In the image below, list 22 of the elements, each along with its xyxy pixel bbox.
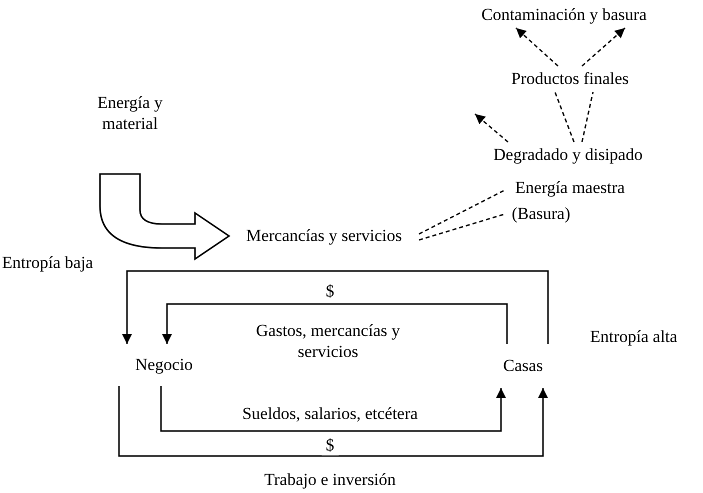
dashed-arrow	[474, 113, 508, 143]
arrow	[162, 303, 508, 344]
flow-label: Trabajo e inversión	[263, 469, 397, 490]
flow-label: Sueldos, salarios, etcétera	[241, 403, 419, 424]
flow-label: Entropía baja	[2, 252, 94, 274]
stage-label: Casas	[492, 344, 554, 388]
stage-label: Mercancías y servicios	[229, 224, 419, 248]
stage-label: Productos finales	[494, 66, 646, 92]
dashed-arrow	[516, 27, 558, 67]
stage-label: Energía y material	[80, 92, 180, 174]
dashed-arrow	[582, 27, 626, 67]
stage-label: Energía maestra	[505, 176, 635, 200]
arrow	[122, 270, 549, 344]
stage-label: Contaminación y basura	[455, 2, 673, 28]
arrow	[118, 386, 548, 457]
stage-label: (Basura)	[505, 202, 577, 226]
stage-label: Degradado y disipado	[470, 142, 666, 168]
flow-label: Entropía alta	[590, 326, 678, 348]
hollow-arrow	[99, 173, 230, 260]
arrow	[160, 386, 506, 432]
stage-label: Negocio	[118, 344, 210, 386]
flow-label: Gastos, mercancías y servicios	[255, 320, 401, 362]
